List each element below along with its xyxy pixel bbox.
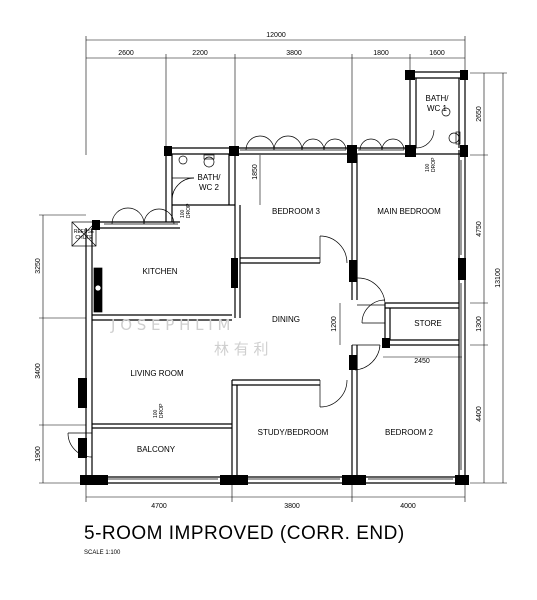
room-bedroom2: BEDROOM 2 (385, 428, 434, 437)
room-main-bedroom: MAIN BEDROOM (377, 207, 441, 216)
room-labels: BATH/ WC 1 BATH/ WC 2 BEDROOM 3 MAIN BED… (74, 94, 449, 454)
room-dining: DINING (272, 315, 300, 324)
drop-living-num: 100 (153, 409, 159, 418)
dim-right-total: 13100 (495, 268, 502, 288)
room-kitchen: KITCHEN (142, 267, 177, 276)
dim-left-2: 3400 (35, 363, 42, 379)
dim-dining-gap: 1200 (331, 316, 338, 332)
room-study-bedroom: STUDY/BEDROOM (258, 428, 329, 437)
dim-bath2-depth: 1850 (252, 164, 259, 180)
dim-top-3: 3800 (286, 50, 302, 57)
dim-left-3: 1900 (35, 446, 42, 462)
dim-bottom-3: 4000 (400, 503, 416, 510)
dim-right-3: 1300 (476, 316, 483, 332)
drop-bath2-word: DROP (186, 203, 192, 218)
room-refuse-line1: REFUSE (74, 229, 95, 235)
room-bath-wc2-line1: BATH/ (198, 173, 222, 182)
room-refuse-line2: CHUTE (75, 235, 93, 241)
room-store: STORE (414, 319, 441, 328)
dim-store-width: 2450 (414, 358, 430, 365)
dim-right-4: 4400 (476, 406, 483, 422)
watermark-chinese: 林 有 利 (214, 340, 269, 358)
dim-top-5: 1600 (429, 50, 445, 57)
dim-left-1: 3250 (35, 258, 42, 274)
drop-markers: 100 DROP 100 DROP 100 DROP (153, 157, 437, 418)
dim-right-2: 4750 (476, 221, 483, 237)
dimension-labels: 12000 2600 2200 3800 1800 1600 4700 3800… (35, 32, 502, 510)
dim-top-4: 1800 (373, 50, 389, 57)
drop-bath2-num: 100 (180, 209, 186, 218)
plan-scale: SCALE 1:100 (84, 550, 121, 556)
walls (67, 70, 469, 485)
room-bath-wc2-line2: WC 2 (199, 183, 220, 192)
dim-top-total: 12000 (266, 32, 286, 39)
drop-living-word: DROP (159, 403, 165, 418)
dim-right-1: 2650 (476, 106, 483, 122)
room-living: LIVING ROOM (130, 369, 184, 378)
dim-bottom-2: 3800 (284, 503, 300, 510)
room-bedroom3: BEDROOM 3 (272, 207, 321, 216)
dim-top-1: 2600 (118, 50, 134, 57)
drop-bath1-num: 100 (425, 163, 431, 172)
dimension-lines (39, 36, 507, 502)
dim-bottom-1: 4700 (151, 503, 167, 510)
room-balcony: BALCONY (137, 445, 176, 454)
dim-top-2: 2200 (192, 50, 208, 57)
plan-title: 5-ROOM IMPROVED (CORR. END) (84, 523, 405, 544)
room-bath-wc1-line1: BATH/ (426, 94, 450, 103)
drop-bath1-word: DROP (431, 157, 437, 172)
watermark-latin: J O S E P H L I M (110, 316, 230, 334)
room-bath-wc1-line2: WC 1 (427, 104, 448, 113)
